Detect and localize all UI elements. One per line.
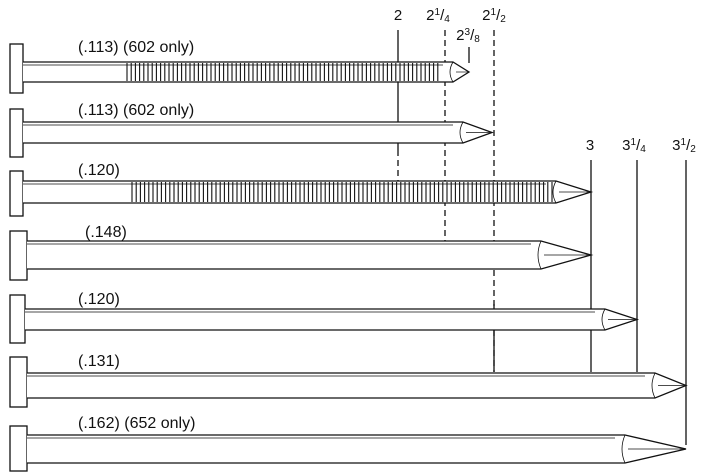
nail-shank [27, 372, 688, 399]
marker-numerator: 1 [435, 7, 441, 18]
nail-head [9, 43, 24, 94]
marker-denominator: 2 [690, 144, 696, 155]
nail-tip-facet [651, 372, 656, 399]
nail-diameter-label: (.162) (652 only) [78, 415, 195, 432]
nail-tip-facet [621, 434, 626, 464]
nail-diameter-label: (.120) [78, 162, 120, 179]
nail-tip-facet [601, 308, 606, 331]
nail-diameter-label: (.113) (602 only) [78, 102, 194, 119]
nail-5: (.120) [9, 291, 640, 344]
marker-slash: / [636, 137, 641, 154]
nail-diameter-label: (.131) [78, 353, 120, 370]
nail-diameter-label: (.120) [78, 291, 120, 308]
marker-whole: 2 [456, 27, 464, 44]
marker-denominator: 4 [640, 144, 646, 155]
length-marker-label-2-1-2: 21/2 [482, 7, 506, 25]
marker-whole: 2 [426, 7, 434, 24]
marker-denominator: 2 [500, 14, 506, 25]
nail-head [9, 108, 24, 158]
ring-shank-grooves [126, 63, 439, 81]
length-marker-label-3: 3 [586, 137, 594, 154]
marker-numerator: 1 [631, 137, 637, 148]
marker-whole: 3 [622, 137, 630, 154]
nail-7: (.162) (652 only) [9, 415, 687, 472]
nail-4: (.148) [9, 224, 594, 281]
nail-list: (.113) (602 only) (.113) (602 only) (.120)… [9, 39, 688, 472]
marker-whole: 3 [586, 137, 594, 154]
nail-head [9, 230, 28, 281]
marker-slash: / [440, 7, 445, 24]
nail-2: (.113) (602 only) [9, 102, 494, 158]
nail-tip-facet [537, 240, 542, 270]
length-marker-label-3-1-4: 31/4 [622, 137, 646, 155]
nail-head [9, 425, 28, 472]
nail-shank [27, 434, 687, 464]
marker-numerator: 3 [465, 27, 471, 38]
length-marker-label-2-1-4: 21/4 [426, 7, 450, 25]
marker-whole: 2 [394, 7, 402, 24]
nail-6: (.131) [9, 353, 688, 408]
nail-tip-facet [552, 180, 557, 204]
nail-diameter-label: (.113) (602 only) [78, 39, 194, 56]
marker-whole: 2 [482, 7, 490, 24]
nail-head [9, 294, 26, 344]
nail-tip-facet [449, 61, 454, 83]
ring-shank-grooves [131, 182, 553, 202]
marker-denominator: 4 [444, 14, 450, 25]
marker-numerator: 1 [491, 7, 497, 18]
nail-shank [27, 240, 594, 270]
nail-head [9, 170, 24, 217]
nail-1: (.113) (602 only) [9, 39, 471, 94]
nail-head [9, 356, 28, 408]
length-marker-label-2-3-8: 23/8 [456, 27, 480, 45]
length-marker-label-3-1-2: 31/2 [672, 137, 696, 155]
nail-3: (.120) [9, 162, 594, 217]
marker-slash: / [686, 137, 691, 154]
marker-numerator: 1 [681, 137, 687, 148]
length-marker-label-2: 2 [394, 7, 402, 24]
nail-diameter-label: (.148) [85, 224, 127, 241]
nail-tip-facet [459, 121, 464, 144]
marker-slash: / [470, 27, 475, 44]
marker-slash: / [496, 7, 501, 24]
marker-denominator: 8 [474, 34, 480, 45]
marker-whole: 3 [672, 137, 680, 154]
